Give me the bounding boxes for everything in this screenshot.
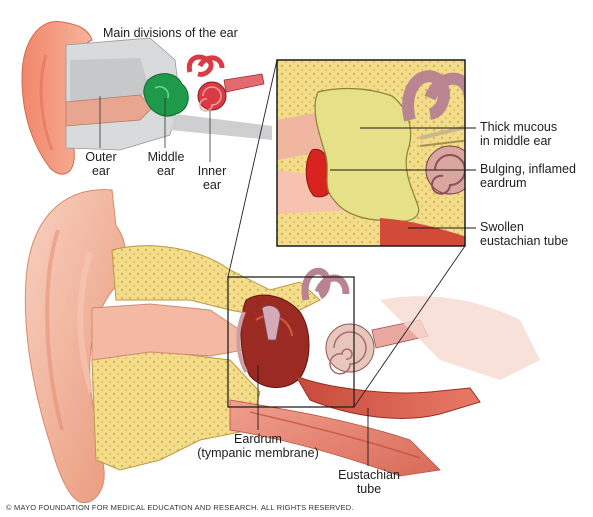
- inflamed-eardrum-callout-label: Bulging, inflamed eardrum: [480, 162, 576, 190]
- main-eardrum: [236, 311, 248, 373]
- inset-thick-mucous: [314, 87, 420, 222]
- top-inner-ear-red: [186, 54, 265, 112]
- outer-ear-label: Outer ear: [85, 150, 117, 178]
- eustachian-tube-callout-label: Eustachian tube: [338, 468, 400, 496]
- mucous-callout-label: Thick mucous in middle ear: [480, 120, 558, 148]
- main-ear-drawing: [24, 189, 540, 504]
- main-muscle-band: [229, 399, 441, 477]
- middle-ear-label: Middle ear: [147, 150, 185, 178]
- copyright-notice: © MAYO FOUNDATION FOR MEDICAL EDUCATION …: [6, 503, 354, 512]
- main-eustachian-tube: [294, 374, 481, 419]
- inner-ear-label: Inner ear: [197, 164, 227, 192]
- top-ear-drawing: [21, 21, 272, 175]
- eardrum-callout-label: Eardrum (tympanic membrane): [197, 432, 319, 460]
- main-inner-ear: [301, 267, 429, 375]
- inset-swollen-tube: [380, 218, 465, 246]
- swollen-tube-callout-label: Swollen eustachian tube: [480, 220, 569, 248]
- inset-zoom: [276, 59, 466, 247]
- zoom-region-box: [227, 276, 355, 408]
- top-diagram-title: Main divisions of the ear: [103, 26, 238, 40]
- main-ear-canal: [91, 303, 245, 361]
